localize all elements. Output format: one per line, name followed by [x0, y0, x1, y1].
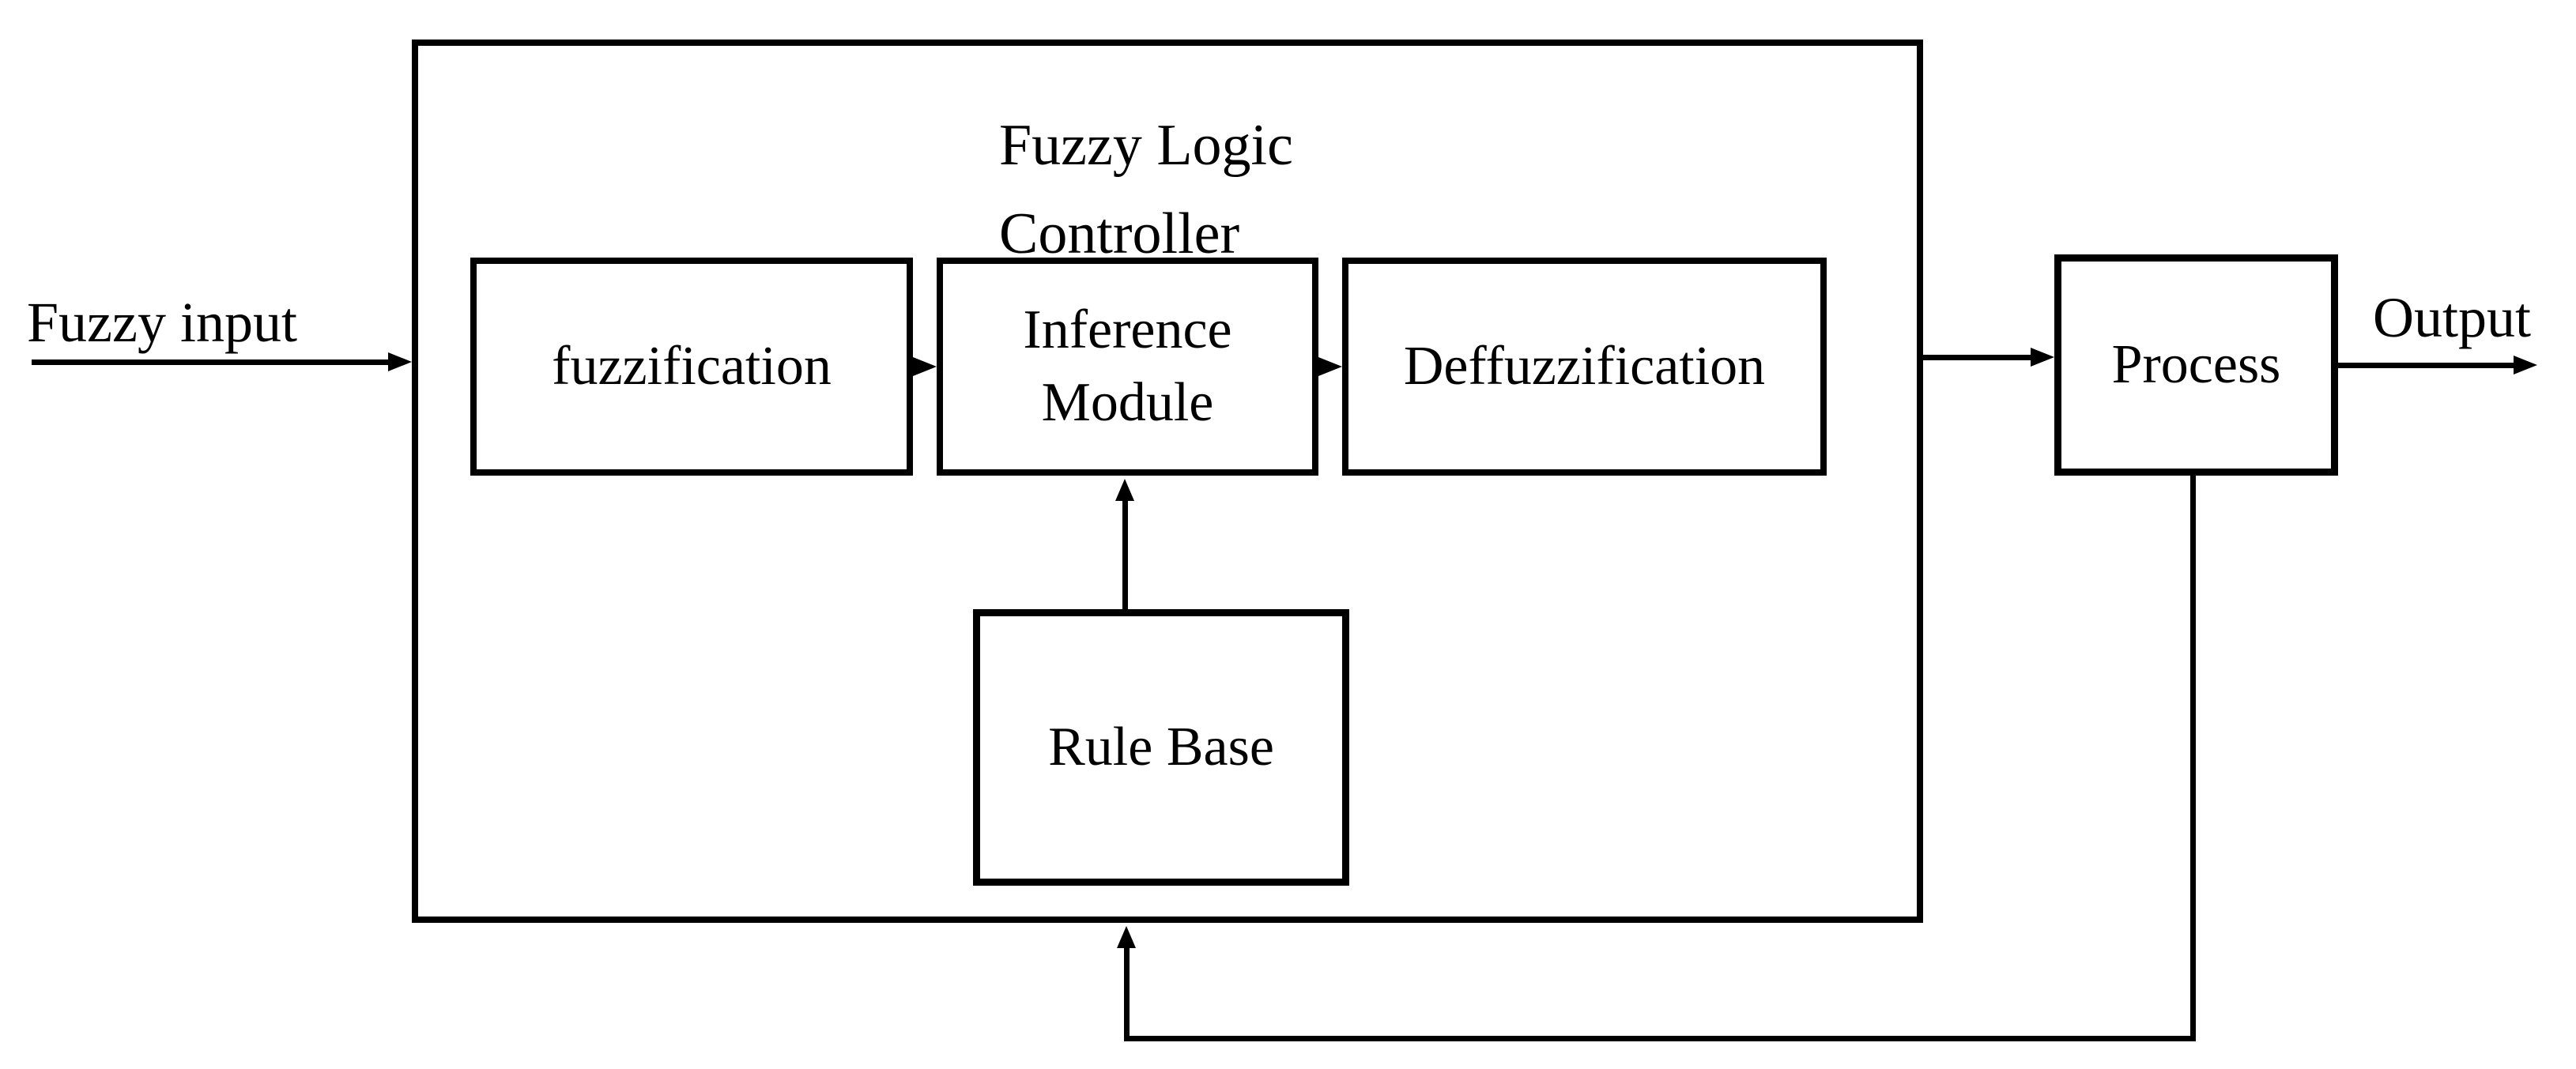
feedback-arrow-head	[1117, 926, 1136, 948]
input-arrow-shaft	[32, 359, 390, 365]
defuzzification-label: Deffuzzification	[1403, 336, 1766, 397]
fuzzy-logic-controller-box	[412, 40, 1923, 923]
input-arrow-head	[388, 352, 412, 371]
inference-to-defuzzification-arrow-head	[1318, 357, 1342, 376]
controller-to-process-arrow-shaft	[1923, 355, 2032, 360]
process-to-output-arrow-shaft	[2338, 363, 2515, 368]
inference-label-line2: Module	[1041, 372, 1214, 433]
process-box: Process	[2054, 254, 2338, 476]
feedback-line-bottom	[1124, 1036, 2196, 1041]
output-label: Output	[2373, 286, 2532, 349]
fuzzification-box: fuzzification	[470, 258, 913, 476]
fuzzification-label: fuzzification	[552, 336, 832, 397]
controller-title: Fuzzy Logic Controller	[999, 101, 1293, 278]
inference-label-line1: Inference	[1023, 299, 1232, 360]
rule-base-label: Rule Base	[1048, 717, 1274, 777]
controller-title-line1: Fuzzy Logic	[999, 113, 1293, 178]
defuzzification-box: Deffuzzification	[1342, 258, 1827, 476]
process-to-output-arrow-head	[2514, 356, 2537, 375]
fuzzification-to-inference-arrow-head	[913, 357, 937, 376]
controller-to-process-arrow-head	[2031, 348, 2054, 367]
process-label: Process	[2111, 334, 2281, 395]
controller-title-line2: Controller	[999, 201, 1240, 266]
rule-base-box: Rule Base	[973, 609, 1349, 886]
rule-base-to-inference-arrow-shaft	[1122, 498, 1128, 609]
inference-module-label: Inference Module	[1023, 294, 1231, 439]
fuzzy-input-label: Fuzzy input	[27, 291, 297, 354]
inference-module-box: Inference Module	[937, 258, 1318, 476]
feedback-line-down-from-process	[2190, 476, 2196, 1041]
rule-base-to-inference-arrow-head	[1115, 479, 1134, 501]
feedback-line-up	[1124, 947, 1130, 1041]
